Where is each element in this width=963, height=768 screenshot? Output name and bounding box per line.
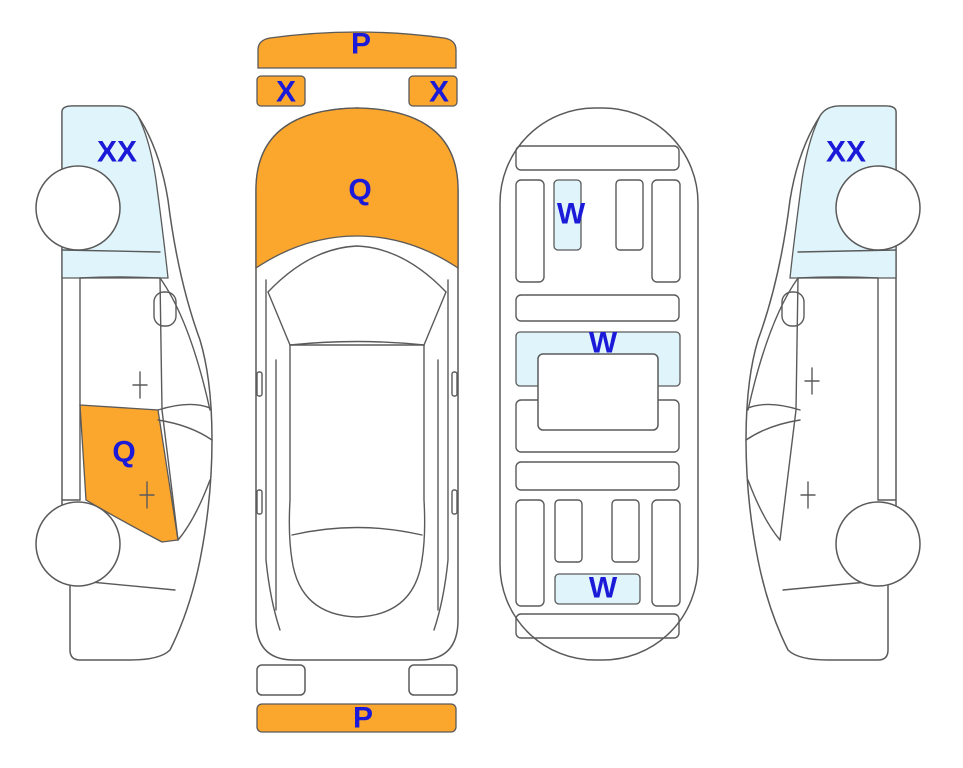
headlight-left-zone[interactable] — [256, 75, 306, 107]
under-front-label: W — [557, 198, 586, 231]
right-side-view: XX — [745, 105, 921, 661]
underside-view: W W W — [499, 107, 699, 661]
headlight-right-zone[interactable] — [408, 75, 458, 107]
front-bumper-zone[interactable] — [257, 31, 457, 69]
left-rear-door-label: Q — [112, 436, 135, 469]
headlight-left-label: X — [276, 76, 296, 109]
left-rear-wheel — [35, 501, 121, 587]
under-front-zone[interactable] — [553, 179, 582, 251]
hood-label: Q — [348, 174, 371, 207]
under-rear-label: W — [589, 572, 618, 605]
rear-bumper-label: P — [353, 702, 373, 735]
right-front-fender-label: XX — [826, 136, 866, 169]
left-side-view: XX Q — [35, 105, 213, 661]
left-front-wheel — [35, 165, 121, 251]
hood-zone[interactable] — [255, 107, 459, 270]
right-front-wheel — [835, 165, 921, 251]
under-rear-zone[interactable] — [554, 573, 641, 605]
rear-bumper-zone[interactable] — [256, 703, 457, 733]
top-view: P X X Q P — [255, 28, 459, 735]
front-bumper-label: P — [351, 28, 371, 61]
headlight-right-label: X — [429, 76, 449, 109]
right-rear-wheel — [835, 501, 921, 587]
left-front-fender-label: XX — [97, 136, 137, 169]
left-rear-door-zone[interactable] — [79, 404, 179, 543]
under-middle-label: W — [589, 327, 618, 360]
